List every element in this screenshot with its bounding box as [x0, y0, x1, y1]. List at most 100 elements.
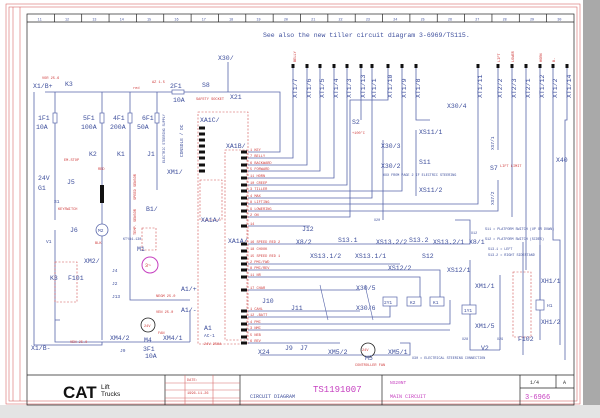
terminal-pin	[538, 64, 542, 68]
connector-pin	[241, 163, 247, 167]
label-az15: AZ 1.5	[152, 81, 165, 85]
label-xt1-13: XT1/13	[360, 74, 367, 98]
connector-pin	[199, 138, 205, 142]
label-j4: J4	[112, 268, 118, 274]
label-em-stop: EM.STOP	[64, 159, 79, 163]
label-x8-1: X8/1	[469, 239, 485, 246]
label-k1-left: K1	[117, 151, 125, 158]
label-xm1-5: XM1/5	[475, 323, 495, 330]
label-xm1: XM1/	[167, 169, 183, 176]
connector-row-label: 6 BACKWARD	[250, 162, 272, 166]
label-xs11-2: XS11/2	[419, 187, 443, 194]
label-red-wire: red	[133, 86, 139, 91]
label-f4-rating: 200A	[110, 124, 126, 131]
connector-pin	[241, 328, 247, 332]
label-xh1-1: XH1/1	[541, 278, 561, 285]
label-k3: K3	[65, 81, 73, 88]
label-xt1-14: XT1/14	[566, 74, 573, 98]
column-number: 16	[174, 19, 178, 23]
label-f6-rating: 50A	[137, 124, 149, 131]
drawing-number: 3-6966	[525, 394, 550, 402]
column-number: 22	[339, 19, 343, 23]
label-m4: M4	[144, 337, 152, 344]
label-j9: J9	[285, 345, 293, 352]
label-xt1-12: XT1/12	[539, 74, 546, 98]
label-x30-6: X30/6	[356, 305, 376, 312]
terminal-pin	[318, 64, 322, 68]
label-xt1-10: XT1/10	[387, 74, 394, 98]
label-a1-minus: A1/-	[181, 307, 197, 314]
connector-pin	[241, 150, 247, 154]
label-j9-left: J9	[120, 348, 126, 354]
label-temp-sensor: TEMP. SENSOR	[134, 208, 138, 235]
connector-row-label: 12 -BATT	[250, 314, 268, 318]
connector-pin	[241, 262, 247, 266]
connector-pin	[241, 275, 247, 279]
label-kty: KTY84-130	[123, 238, 141, 242]
label-xs13-2-2: XS13.2/2	[376, 239, 407, 246]
label-legend-s11: S11 = PLATFORM SWITCH (UP OR DOWN)	[485, 227, 554, 232]
label-xm2: XM2/	[84, 258, 100, 265]
connector-row-label: 7 BELLY	[250, 155, 266, 159]
connector-row-label: 4 MAX	[250, 195, 262, 199]
label-j10: J10	[262, 298, 274, 305]
label-j11: J11	[291, 305, 303, 312]
connector-row-label: 2 ON	[250, 214, 259, 218]
terminal-pin	[510, 64, 514, 68]
label-v1: V1	[46, 239, 52, 245]
label-s2-temp: +100°C	[352, 131, 365, 136]
terminal-pin	[386, 64, 390, 68]
label-x30: X30/	[218, 55, 234, 62]
connector-pin	[241, 249, 247, 253]
terminal-pin	[400, 64, 404, 68]
connector-row-label: 4 PMC	[250, 321, 261, 325]
fan-m4-symbol	[140, 317, 156, 333]
label-f102: F102	[518, 336, 534, 343]
label-m4-volt: 24V	[144, 325, 151, 329]
horn-h1-symbol	[535, 299, 545, 311]
column-number: 21	[311, 19, 315, 23]
label-ven-left: VEN 25.0	[70, 341, 87, 345]
label-xt1-11: XT1/11	[477, 74, 484, 98]
label-speed-sensor: SPEED SENSOR	[134, 173, 138, 200]
connector-row-label: 2 PMC/FWD	[250, 260, 269, 265]
label-s1: S1	[54, 199, 60, 205]
label-k3-relay: K3	[50, 275, 58, 282]
label-safety-socket: SAFETY SOCKET	[196, 98, 225, 102]
connector-pin	[241, 169, 247, 173]
label-top-horn: HORN	[540, 53, 544, 62]
cat-logo: CAT	[63, 383, 97, 402]
connector-pin	[241, 209, 247, 213]
column-number: 17	[202, 19, 206, 23]
label-a1-plus: A1/+	[181, 286, 197, 293]
terminal-pin	[345, 64, 349, 68]
label-x20: X20	[374, 219, 380, 223]
connector-pin	[241, 309, 247, 313]
connector-pin	[199, 132, 205, 136]
label-xt1-3: XT1/3	[346, 78, 353, 98]
label-a1: A1	[204, 325, 212, 332]
terminal-pin	[524, 64, 528, 68]
relay-k2-symbol	[406, 296, 422, 307]
connector-pin	[241, 189, 247, 193]
label-ac1: AC-1	[204, 333, 215, 339]
label-x40: X40	[556, 157, 568, 164]
label-xs13-1-2: XS13.1/2	[310, 253, 341, 260]
motor-m2-cable	[100, 185, 104, 203]
connector-pin	[241, 156, 247, 160]
valve-1y1-symbol	[461, 304, 477, 315]
valve-2y1-symbol	[382, 296, 398, 307]
connector-pin	[241, 268, 247, 272]
label-xa1c: XA1C/	[200, 117, 220, 124]
label-f2-rating: 10A	[173, 97, 185, 104]
connector-pin	[199, 144, 205, 148]
label-s12: S12	[422, 253, 434, 260]
label-g1: G1	[38, 185, 46, 192]
terminal-pin	[551, 64, 555, 68]
tiller-reference-note: See also the new tiller circuit diagram …	[263, 32, 470, 39]
label-y1: 1Y1	[464, 308, 472, 314]
label-top-lower: LOWER	[512, 50, 516, 62]
controller-a1-box	[197, 111, 249, 345]
wiring	[33, 62, 568, 360]
